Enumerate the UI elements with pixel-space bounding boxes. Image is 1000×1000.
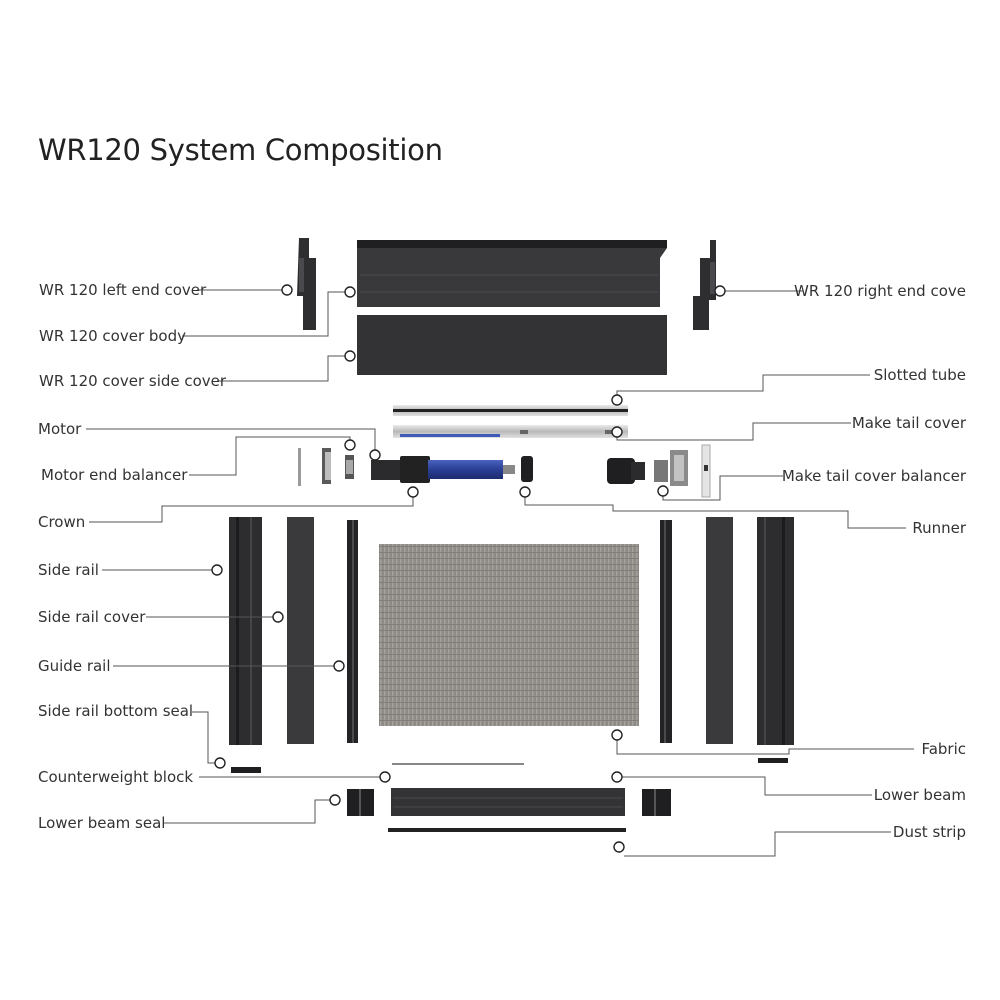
label-motor-end-balancer: Motor end balancer — [41, 466, 188, 484]
guide-rail-left-part — [347, 520, 358, 743]
label-motor: Motor — [38, 420, 82, 438]
lower-beam-seal-right-part — [642, 789, 671, 816]
crown-part — [521, 456, 533, 482]
marker-side-rail-cover — [272, 611, 284, 623]
leader-lines — [86, 289, 914, 857]
label-guide-rail: Guide rail — [38, 657, 111, 675]
tube-lower-part — [393, 425, 628, 438]
marker-crown — [407, 486, 419, 498]
label-slotted-tube: Slotted tube — [873, 366, 966, 384]
marker-lower-beam-seal — [329, 794, 341, 806]
marker-dust-strip — [613, 841, 625, 853]
label-crown: Crown — [38, 513, 86, 531]
leader-crown — [89, 496, 414, 523]
label-side-rail: Side rail — [38, 561, 99, 579]
right-end-cover-part — [693, 240, 716, 330]
marker-cover-side-cover — [344, 350, 356, 362]
lower-beam-seal-left-part — [347, 789, 374, 816]
marker-counterweight-block — [379, 771, 391, 783]
leader-lower-beam — [617, 776, 872, 796]
marker-cover-body — [344, 286, 356, 298]
label-right-end-cover: WR 120 right end cove — [794, 282, 966, 300]
marker-left-end-cover — [281, 284, 293, 296]
marker-guide-rail — [333, 660, 345, 672]
make-tail-cover-part — [607, 458, 645, 484]
label-cover-side-cover: WR 120 cover side cover — [39, 372, 227, 390]
marker-runner — [519, 486, 531, 498]
leader-make-tail-cover — [616, 422, 851, 441]
side-rail-right-part — [757, 517, 794, 745]
marker-side-rail-bottom-seal — [214, 757, 226, 769]
cover-side-cover-part — [357, 315, 667, 375]
leader-side-rail-bottom-seal — [192, 711, 216, 764]
leader-lower-beam-seal — [164, 799, 330, 824]
guide-rail-right-part — [660, 520, 672, 743]
motor-part — [371, 456, 515, 483]
label-cover-body: WR 120 cover body — [39, 327, 186, 345]
marker-right-end-cover — [714, 285, 726, 297]
motor-end-balancer-part — [298, 448, 354, 486]
make-tail-cover-balancer-part — [654, 444, 711, 498]
side-rail-left-part — [229, 517, 262, 745]
label-lower-beam: Lower beam — [873, 786, 966, 804]
side-rail-cover-right-part — [706, 517, 733, 744]
cover-body-part — [357, 240, 667, 307]
label-side-rail-cover: Side rail cover — [38, 608, 146, 626]
leader-runner — [524, 496, 906, 529]
label-counterweight-block: Counterweight block — [38, 768, 194, 786]
fabric-part — [379, 544, 639, 726]
leader-make-tail-cover-balancer — [662, 475, 783, 501]
marker-make-tail-cover — [611, 426, 623, 438]
leader-motor — [86, 428, 376, 452]
page-title: WR120 System Composition — [38, 133, 443, 167]
leader-cover-side-cover — [217, 355, 345, 382]
side-rail-bottom-seal-left-part — [231, 767, 261, 773]
marker-slotted-tube — [611, 394, 623, 406]
slotted-tube-part — [393, 405, 628, 416]
lower-beam-part — [391, 788, 625, 816]
leader-motor-end-balancer — [189, 436, 351, 476]
callout-markers — [211, 284, 726, 853]
leader-slotted-tube — [616, 374, 870, 396]
marker-motor — [369, 449, 381, 461]
marker-motor-end-balancer — [344, 439, 356, 451]
label-make-tail-cover-balancer: Make tail cover balancer — [781, 467, 966, 485]
leader-dust-strip — [624, 831, 891, 857]
marker-side-rail — [211, 564, 223, 576]
side-rail-cover-left-part — [287, 517, 314, 744]
label-fabric: Fabric — [921, 740, 966, 758]
label-runner: Runner — [912, 519, 966, 537]
counterweight-block-part — [392, 763, 524, 765]
marker-fabric — [611, 729, 623, 741]
left-end-cover-part — [297, 238, 316, 330]
marker-make-tail-cover-balancer — [657, 485, 669, 497]
marker-lower-beam — [611, 771, 623, 783]
dust-strip-part — [388, 828, 626, 832]
label-left-end-cover: WR 120 left end cover — [39, 281, 207, 299]
side-rail-bottom-seal-right-part — [758, 758, 788, 763]
leader-fabric — [616, 739, 914, 755]
label-make-tail-cover: Make tail cover — [851, 414, 966, 432]
label-lower-beam-seal: Lower beam seal — [38, 814, 166, 832]
label-side-rail-bottom-seal: Side rail bottom seal — [38, 702, 194, 720]
label-dust-strip: Dust strip — [892, 823, 966, 841]
leader-cover-body — [182, 291, 345, 337]
